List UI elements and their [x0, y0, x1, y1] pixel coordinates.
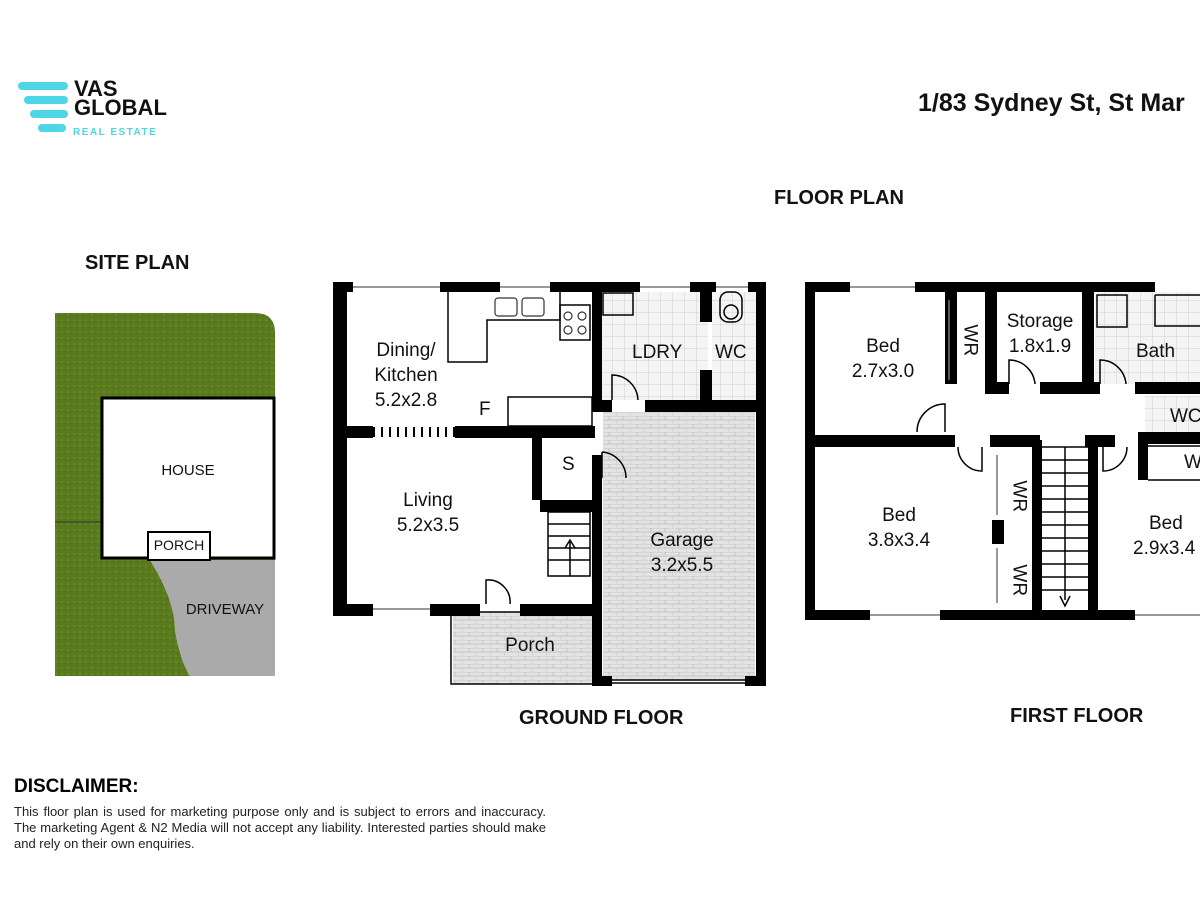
first-floor-heading: FIRST FLOOR — [1010, 705, 1144, 727]
bed3-label: Bed 2.9x3.4 — [1120, 511, 1200, 561]
fridge-label: F — [479, 399, 491, 420]
storage-label-name: Storage — [1006, 311, 1074, 332]
living-label-name: Living — [403, 490, 453, 511]
storage-s-label: S — [562, 454, 575, 475]
ground-porch-label: Porch — [505, 635, 555, 656]
dining-label-line2: Kitchen — [374, 365, 438, 386]
first-floor-drawing — [805, 282, 1200, 620]
site-plan-drawing — [55, 313, 276, 676]
site-porch-label: PORCH — [153, 537, 205, 553]
bed2-label: Bed 3.8x3.4 — [854, 503, 944, 553]
site-plan-heading: SITE PLAN — [85, 252, 190, 274]
floor-plan-heading: FLOOR PLAN — [774, 187, 904, 209]
bed2-label-name: Bed — [882, 505, 916, 526]
bed3-label-name: Bed — [1149, 513, 1183, 534]
garage-label-size: 3.2x5.5 — [650, 555, 714, 576]
bath-label: Bath — [1136, 341, 1176, 362]
logo-line2: GLOBAL — [74, 95, 167, 120]
garage-label-name: Garage — [650, 530, 714, 551]
wardrobe3-label: WR — [1008, 564, 1030, 597]
bed2-label-size: 3.8x3.4 — [867, 530, 931, 551]
bed1-label: Bed 2.7x3.0 — [838, 334, 928, 384]
storage-label-size: 1.8x1.9 — [1008, 336, 1072, 357]
garage-label: Garage 3.2x5.5 — [632, 528, 732, 578]
living-label-size: 5.2x3.5 — [396, 515, 460, 536]
dining-label-line1: Dining/ — [376, 340, 436, 361]
disclaimer-body: This floor plan is used for marketing pu… — [14, 804, 546, 851]
garage-floor — [603, 412, 755, 680]
ground-floor-drawing — [333, 282, 766, 686]
bed1-label-size: 2.7x3.0 — [851, 361, 915, 382]
site-driveway-label: DRIVEWAY — [185, 601, 265, 618]
dining-label-size: 5.2x2.8 — [374, 390, 438, 411]
logo-mark — [18, 82, 68, 132]
wardrobe2-label: WR — [1008, 480, 1030, 513]
porch-floor — [453, 612, 593, 684]
property-address: 1/83 Sydney St, St Mar — [918, 89, 1185, 117]
laundry-label: LDRY — [632, 342, 683, 363]
logo-line1: VAS — [74, 76, 118, 101]
bed3-label-size: 2.9x3.4 — [1133, 538, 1196, 559]
wardrobe-small-label: W — [1184, 452, 1200, 473]
dining-kitchen-label: Dining/ Kitchen 5.2x2.8 — [358, 338, 454, 413]
ground-wc-label: WC — [715, 342, 747, 363]
upper-wc-label: WC — [1170, 406, 1200, 427]
living-label: Living 5.2x3.5 — [380, 488, 476, 538]
ground-floor-heading: GROUND FLOOR — [519, 707, 684, 729]
bed1-label-name: Bed — [866, 336, 900, 357]
site-house-label: HOUSE — [161, 462, 215, 479]
site-porch-outline — [147, 531, 211, 561]
wardrobe1-label: WR — [959, 324, 981, 357]
storage-label: Storage 1.8x1.9 — [998, 309, 1082, 359]
laundry-floor — [602, 292, 708, 400]
bath-floor — [1095, 292, 1200, 384]
upper-wc-floor — [1145, 396, 1200, 432]
logo-tagline: REAL ESTATE — [73, 127, 158, 138]
disclaimer-title: DISCLAIMER: — [14, 776, 139, 797]
